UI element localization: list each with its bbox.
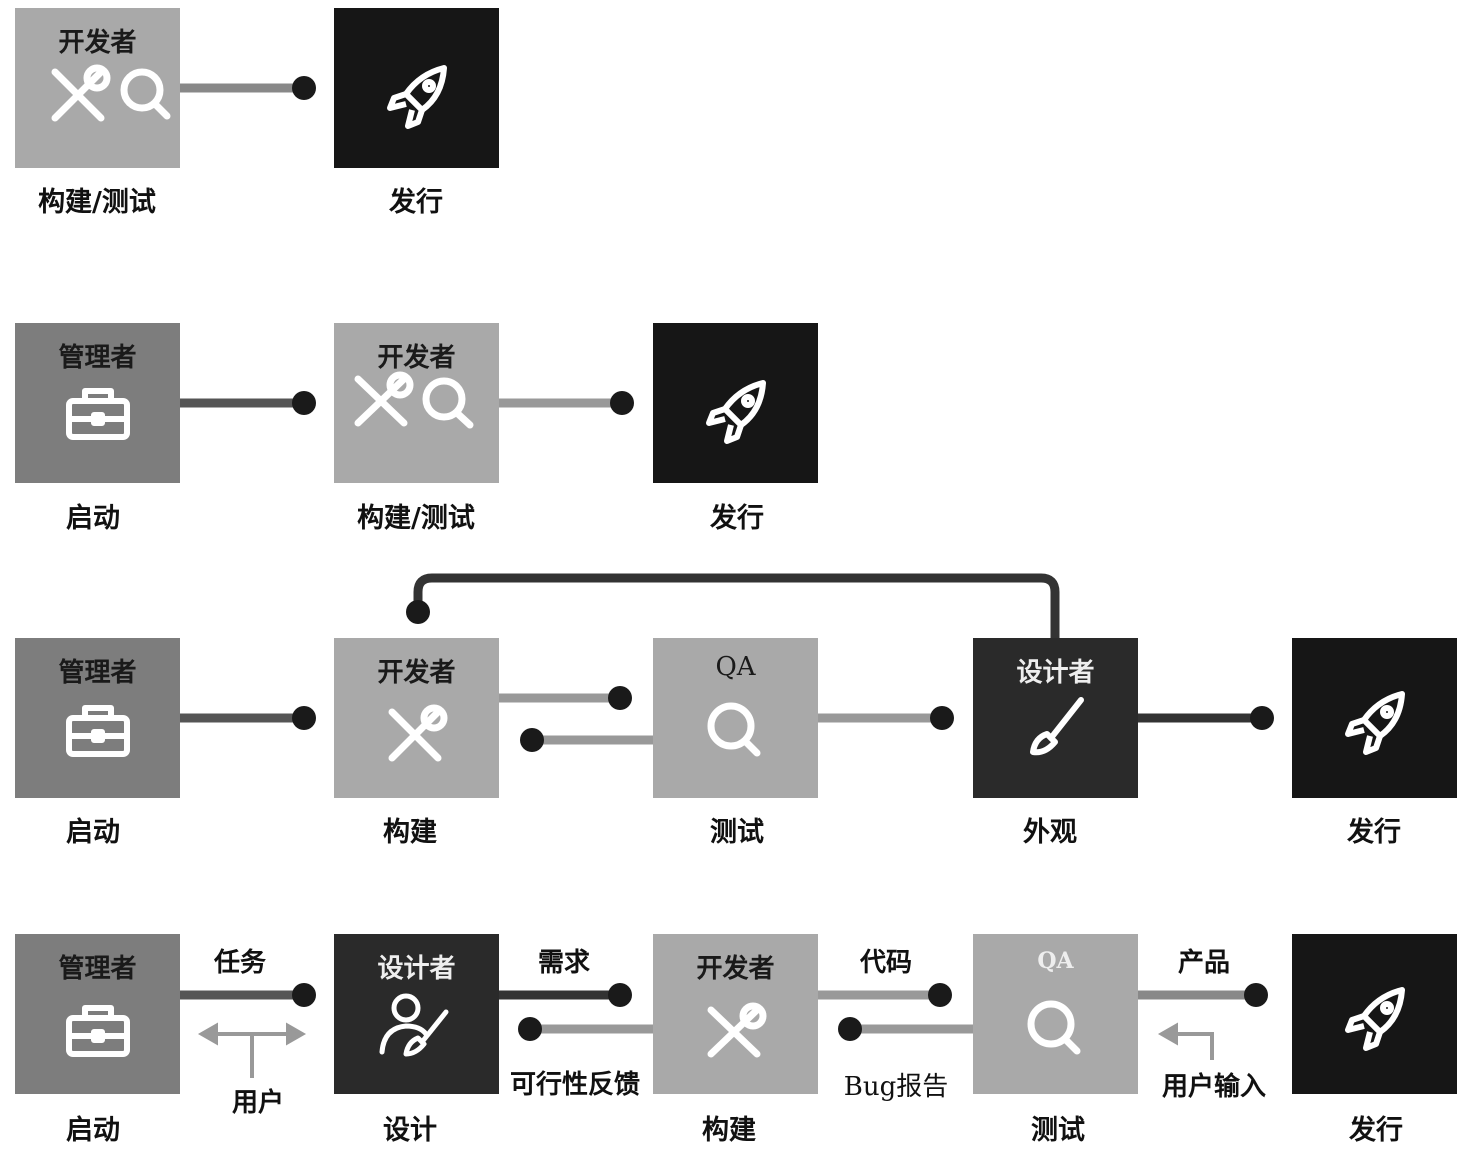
node-label: 设计: [383, 1115, 437, 1146]
node-label: 测试: [710, 817, 764, 848]
connector-dot: [608, 983, 632, 1007]
role-label: 开发者: [377, 658, 456, 688]
role-label: QA: [1037, 948, 1074, 974]
rocket-icon: [1345, 987, 1405, 1051]
connector-dot: [292, 706, 316, 730]
node-label: 外观: [1023, 817, 1077, 848]
node-label: 构建/测试: [357, 503, 475, 534]
role-label: 管理者: [58, 954, 137, 984]
connector-dot: [1250, 706, 1274, 730]
role-label: 管理者: [58, 343, 137, 373]
node-label: 启动: [66, 817, 120, 848]
node-release: [653, 323, 818, 483]
edge-label-users: 用户: [231, 1088, 285, 1118]
rocket-icon: [706, 380, 766, 444]
briefcase-icon: [66, 388, 130, 440]
connector-dot: [292, 391, 316, 415]
node-release: [1292, 638, 1457, 798]
node-release: [1292, 934, 1457, 1094]
node-designer-design: 设计者: [334, 934, 499, 1094]
user-input-arrow-line: [1172, 1032, 1214, 1060]
role-label: 开发者: [58, 28, 137, 58]
node-developer-build-test: 开发者: [334, 323, 499, 483]
wrench-screwdriver-icon: [388, 704, 448, 762]
briefcase-icon: [66, 1005, 130, 1057]
connector-dot: [1244, 983, 1268, 1007]
node-manager-start: 管理者: [15, 323, 180, 483]
node-label: 构建: [383, 817, 437, 848]
edge-label-requirements: 需求: [537, 948, 591, 978]
connector-dot: [292, 983, 316, 1007]
magnifier-icon: [707, 702, 761, 757]
wrench-screwdriver-icon: [51, 64, 111, 122]
edge-label-feasibility: 可行性反馈: [509, 1070, 641, 1100]
magnifier-icon: [422, 377, 474, 429]
node-developer-build: 开发者: [334, 638, 499, 798]
connector-dot: [406, 600, 430, 624]
edge-label-user-input: 用户输入: [1161, 1072, 1267, 1102]
node-label: 发行: [1349, 1115, 1403, 1146]
node-label: 构建/测试: [38, 187, 156, 218]
role-label: 管理者: [58, 658, 137, 688]
node-release: [334, 8, 499, 168]
edge-label-code: 代码: [859, 948, 913, 978]
role-label: 设计者: [1016, 658, 1095, 688]
node-qa-test: QA: [973, 934, 1138, 1094]
edge-label-bug-report: Bug报告: [843, 1072, 949, 1102]
node-label: 构建: [702, 1115, 756, 1146]
node-label: 发行: [710, 503, 764, 534]
node-qa-test: QA: [653, 638, 818, 798]
rocket-icon: [387, 65, 447, 129]
connector-dot: [608, 686, 632, 710]
connector-dot: [518, 1017, 542, 1041]
node-label: 发行: [1347, 817, 1401, 848]
connector-dot: [610, 391, 634, 415]
wrench-screwdriver-icon: [354, 371, 414, 427]
users-arrow-left-head: [197, 1022, 218, 1046]
rocket-icon: [1345, 691, 1405, 755]
role-label: QA: [715, 652, 756, 682]
role-label: 开发者: [377, 343, 456, 373]
node-label: 启动: [66, 1115, 120, 1146]
node-label: 启动: [66, 503, 120, 534]
node-label: 测试: [1031, 1115, 1085, 1146]
connector-design-feedback-loop: [413, 573, 1060, 645]
node-developer-build-test: 开发者: [15, 8, 180, 168]
magnifier-icon: [1027, 1000, 1081, 1055]
node-developer-build: 开发者: [653, 934, 818, 1094]
node-manager-start: 管理者: [15, 638, 180, 798]
node-manager-start: 管理者: [15, 934, 180, 1094]
connector-dot: [928, 983, 952, 1007]
user-brush-icon: [379, 993, 449, 1057]
connector-dot: [520, 728, 544, 752]
wrench-screwdriver-icon: [707, 1002, 767, 1058]
connector-dot: [838, 1017, 862, 1041]
briefcase-icon: [66, 705, 130, 757]
edge-label-product: 产品: [1177, 948, 1231, 978]
paintbrush-icon: [1030, 697, 1084, 756]
connector-dot: [292, 76, 316, 100]
edge-label-task: 任务: [213, 948, 267, 978]
node-label: 发行: [389, 187, 443, 218]
users-arrow-right-head: [286, 1022, 307, 1046]
role-label: 开发者: [696, 954, 775, 984]
role-label: 设计者: [377, 954, 456, 984]
magnifier-icon: [120, 68, 171, 120]
user-input-arrow-head: [1157, 1022, 1178, 1046]
connector-dot: [930, 706, 954, 730]
node-designer-appearance: 设计者: [973, 638, 1138, 798]
